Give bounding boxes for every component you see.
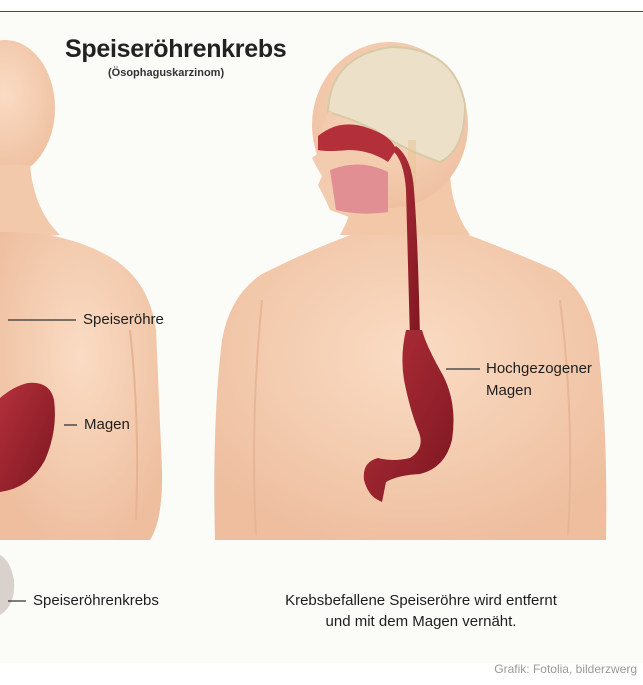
caption: Krebsbefallene Speiseröhre wird entfernt… xyxy=(226,590,616,632)
label-speiseroehrenkrebs: Speiseröhrenkrebs xyxy=(33,592,159,609)
left-neck xyxy=(0,165,60,240)
caption-line2: und mit dem Magen vernäht. xyxy=(226,611,616,632)
right-oral-cavity xyxy=(330,164,388,213)
label-speiseroehre: Speiseröhre xyxy=(83,311,164,328)
image-credit: Grafik: Fotolia, bilderzwerg xyxy=(494,662,637,676)
label-hochgezogener-line2: Magen xyxy=(486,382,532,399)
left-head xyxy=(0,40,55,176)
figure-subtitle: (Ösophaguskarzinom) xyxy=(108,67,224,79)
label-magen: Magen xyxy=(84,416,130,433)
label-hochgezogener-line1: Hochgezogener xyxy=(486,360,592,377)
figure-title: Speiseröhrenkrebs xyxy=(65,35,286,64)
caption-line1: Krebsbefallene Speiseröhre wird entfernt xyxy=(226,590,616,611)
left-lower-organ xyxy=(0,555,14,615)
right-figure xyxy=(214,42,606,540)
